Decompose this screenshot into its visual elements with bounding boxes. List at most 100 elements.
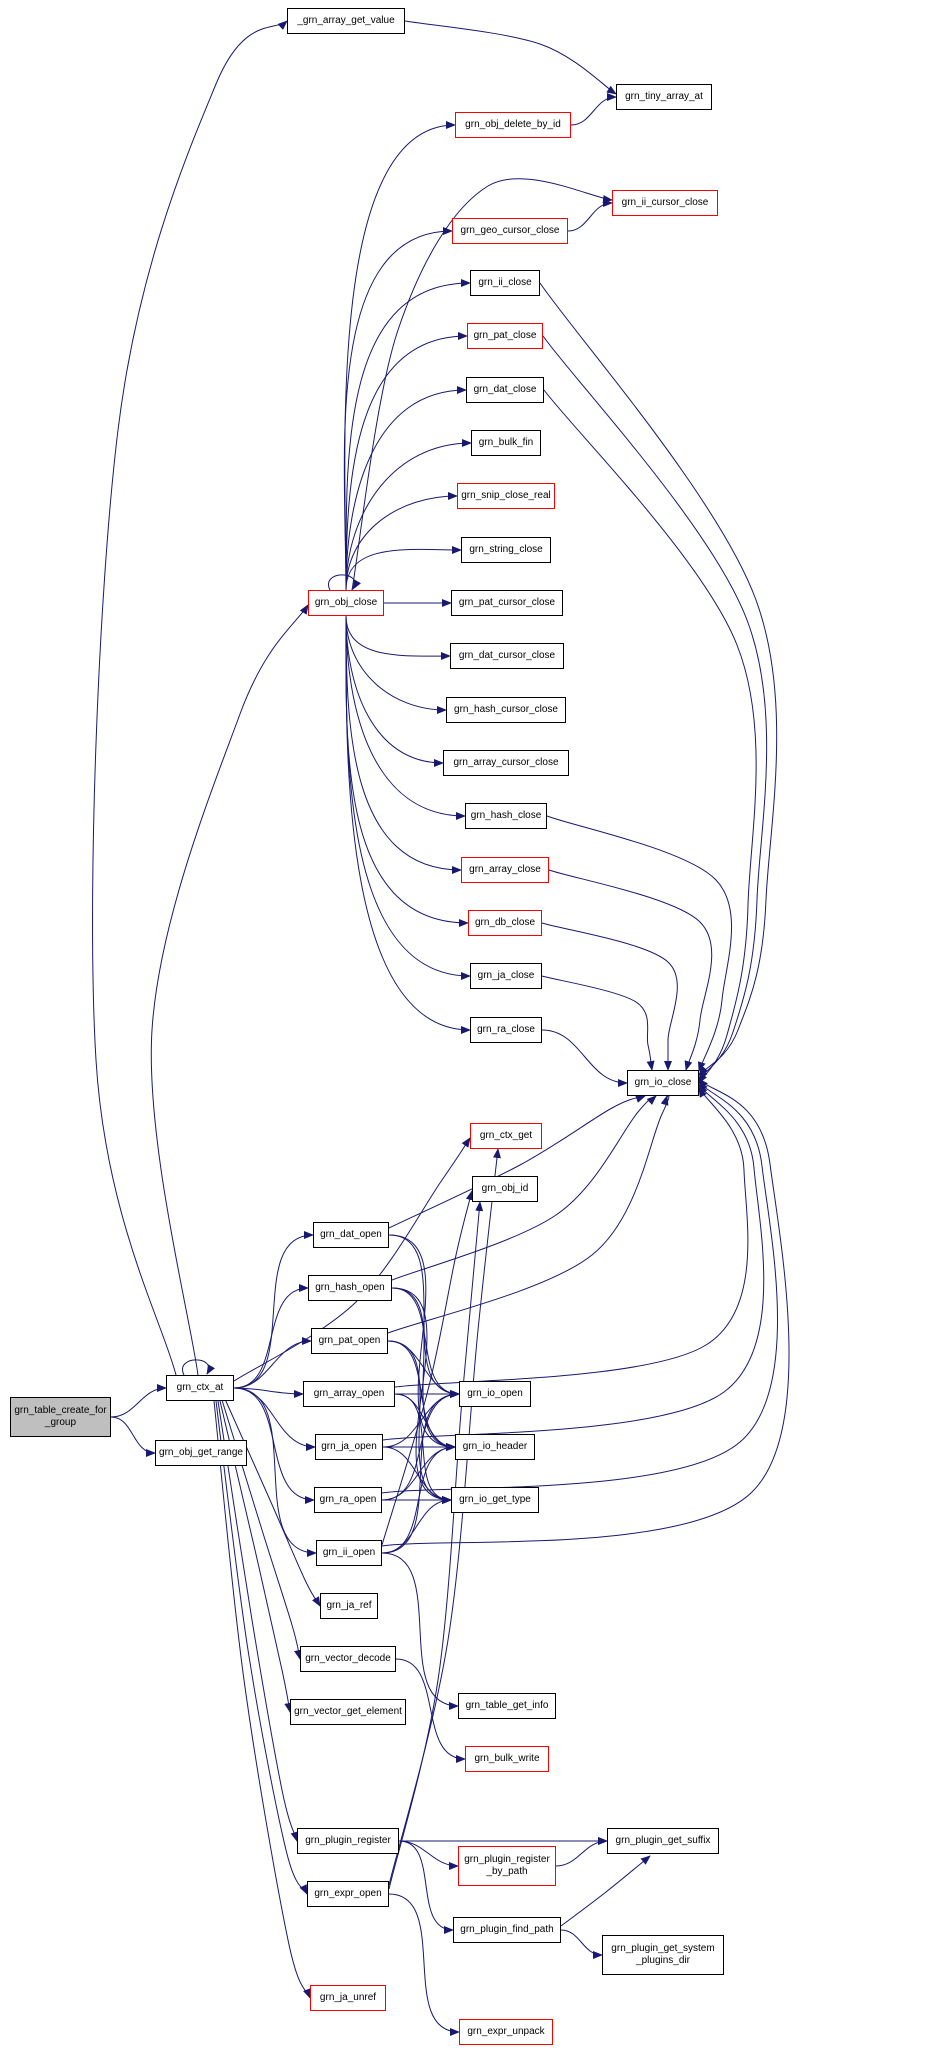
node-geo_cursor_close[interactable]: grn_geo_cursor_close (452, 218, 568, 244)
node-label: grn_plugin_register (464, 1853, 550, 1865)
edge-tcfg-obj_get_range (110, 1416, 156, 1457)
node-ii_close[interactable]: grn_ii_close (470, 270, 540, 296)
node-obj_delete_by_id[interactable]: grn_obj_delete_by_id (455, 112, 571, 138)
node-label: _by_path (486, 1866, 528, 1877)
node-label: grn_array_cursor_close (453, 756, 559, 768)
node-ra_open[interactable]: grn_ra_open (314, 1487, 382, 1513)
node-obj_get_range[interactable]: grn_obj_get_range (155, 1440, 247, 1466)
node-pat_close[interactable]: grn_pat_close (467, 323, 543, 349)
node-ja_open[interactable]: grn_ja_open (315, 1434, 383, 1460)
node-vector_decode[interactable]: grn_vector_decode (300, 1646, 396, 1672)
edge-ja_close-io_close (541, 975, 655, 1071)
edge-ii_open-io_open (381, 1390, 460, 1554)
node-db_close[interactable]: grn_db_close (468, 910, 542, 936)
node-plugin_register_by_path[interactable]: grn_plugin_register_by_path (458, 1846, 556, 1886)
edge-obj_close-dat_cursor_close (345, 615, 451, 661)
node-plugin_get_system_plugins_dir[interactable]: grn_plugin_get_system_plugins_dir (602, 1935, 724, 1975)
node-label: grn_ja_ref (326, 1599, 372, 1611)
node-label: grn_ra_close (477, 1023, 535, 1035)
node-vector_get_element[interactable]: grn_vector_get_element (290, 1699, 406, 1725)
edge-expr_open-expr_unpack (388, 1893, 460, 2036)
node-obj_id[interactable]: grn_obj_id (472, 1176, 538, 1202)
node-pat_cursor_close[interactable]: grn_pat_cursor_close (451, 590, 563, 616)
node-label: grn_ctx_at (176, 1381, 224, 1393)
node-array_get_value[interactable]: _grn_array_get_value (287, 8, 405, 34)
node-ctx_get[interactable]: grn_ctx_get (470, 1123, 542, 1149)
node-label: grn_ii_cursor_close (621, 196, 709, 208)
edge-obj_close-pat_close (345, 332, 468, 591)
edge-obj_close-obj_close (328, 574, 361, 591)
node-label: _plugins_dir (636, 1955, 690, 1966)
edge-geo_cursor_close-ii_cursor_close (567, 199, 613, 232)
node-expr_open[interactable]: grn_expr_open (307, 1881, 389, 1907)
node-ja_ref[interactable]: grn_ja_ref (320, 1593, 378, 1619)
node-snip_close_real[interactable]: grn_snip_close_real (457, 483, 555, 509)
node-io_close[interactable]: grn_io_close (627, 1070, 699, 1096)
edge-array_get_value-tiny_array_at (404, 20, 617, 95)
edge-ja_open-io_get_type (382, 1446, 452, 1504)
node-plugin_get_suffix[interactable]: grn_plugin_get_suffix (607, 1828, 719, 1854)
edge-ra_close-io_close (541, 1029, 628, 1087)
node-io_open[interactable]: grn_io_open (459, 1381, 531, 1407)
node-expr_unpack[interactable]: grn_expr_unpack (459, 2019, 553, 2045)
node-label: grn_pat_open (318, 1334, 381, 1346)
edge-ctx_at-ctx_get (233, 1137, 471, 1382)
node-label: grn_ii_close (478, 276, 532, 288)
edge-obj_close-bulk_fin (345, 439, 472, 591)
edge-hash_close-io_close (546, 815, 733, 1072)
node-label: _grn_array_get_value (297, 14, 395, 26)
node-label: grn_dat_cursor_close (458, 649, 556, 661)
node-plugin_register[interactable]: grn_plugin_register (297, 1828, 399, 1854)
node-label: grn_bulk_fin (478, 436, 534, 448)
node-label: grn_table_get_info (465, 1699, 549, 1711)
node-ja_unref[interactable]: grn_ja_unref (310, 1985, 386, 2011)
node-label: grn_string_close (469, 543, 543, 555)
node-label: grn_ja_open (321, 1440, 377, 1452)
node-ii_open[interactable]: grn_ii_open (316, 1540, 382, 1566)
node-array_cursor_close[interactable]: grn_array_cursor_close (443, 750, 569, 776)
node-label: grn_hash_close (470, 809, 542, 821)
node-pat_open[interactable]: grn_pat_open (311, 1328, 388, 1354)
edge-ctx_at-expr_open (215, 1400, 308, 1895)
node-array_open[interactable]: grn_array_open (303, 1381, 395, 1407)
node-label: grn_obj_delete_by_id (465, 118, 561, 130)
edge-array_open-io_close (394, 1087, 749, 1388)
node-ra_close[interactable]: grn_ra_close (470, 1017, 542, 1043)
node-label: grn_obj_id (481, 1182, 529, 1194)
node-plugin_find_path[interactable]: grn_plugin_find_path (453, 1917, 561, 1943)
node-label: grn_io_header (462, 1440, 528, 1452)
node-ii_cursor_close[interactable]: grn_ii_cursor_close (612, 190, 718, 216)
node-label: grn_obj_get_range (159, 1446, 243, 1458)
node-label: grn_vector_decode (305, 1652, 391, 1664)
node-bulk_fin[interactable]: grn_bulk_fin (471, 430, 541, 456)
node-tiny_array_at[interactable]: grn_tiny_array_at (616, 84, 712, 110)
node-io_header[interactable]: grn_io_header (455, 1434, 535, 1460)
node-bulk_write[interactable]: grn_bulk_write (465, 1746, 549, 1772)
edge-db_close-io_close (541, 922, 678, 1071)
node-hash_cursor_close[interactable]: grn_hash_cursor_close (446, 697, 566, 723)
node-dat_close[interactable]: grn_dat_close (466, 377, 544, 403)
node-ja_close[interactable]: grn_ja_close (470, 963, 542, 989)
node-string_close[interactable]: grn_string_close (461, 537, 551, 563)
edge-ctx_at-plugin_register (217, 1400, 299, 1842)
node-dat_cursor_close[interactable]: grn_dat_cursor_close (450, 643, 564, 669)
node-table_get_info[interactable]: grn_table_get_info (458, 1693, 556, 1719)
node-obj_close[interactable]: grn_obj_close (308, 590, 384, 616)
node-tcfg[interactable]: grn_table_create_for_group (10, 1397, 111, 1437)
node-label: grn_expr_open (314, 1887, 382, 1899)
node-io_get_type[interactable]: grn_io_get_type (451, 1487, 539, 1513)
node-label: grn_geo_cursor_close (460, 224, 560, 236)
node-dat_open[interactable]: grn_dat_open (313, 1222, 389, 1248)
node-hash_open[interactable]: grn_hash_open (308, 1275, 392, 1301)
node-hash_close[interactable]: grn_hash_close (465, 803, 547, 829)
node-label: grn_dat_close (473, 383, 537, 395)
node-ctx_at[interactable]: grn_ctx_at (166, 1375, 234, 1401)
node-label: grn_table_create_for (14, 1404, 107, 1416)
node-label: grn_array_open (313, 1387, 385, 1399)
edge-hash_open-io_open (391, 1287, 460, 1398)
edge-obj_close-ii_cursor_close (351, 178, 613, 591)
node-array_close[interactable]: grn_array_close (461, 857, 549, 883)
node-label: grn_plugin_get_suffix (615, 1834, 711, 1846)
